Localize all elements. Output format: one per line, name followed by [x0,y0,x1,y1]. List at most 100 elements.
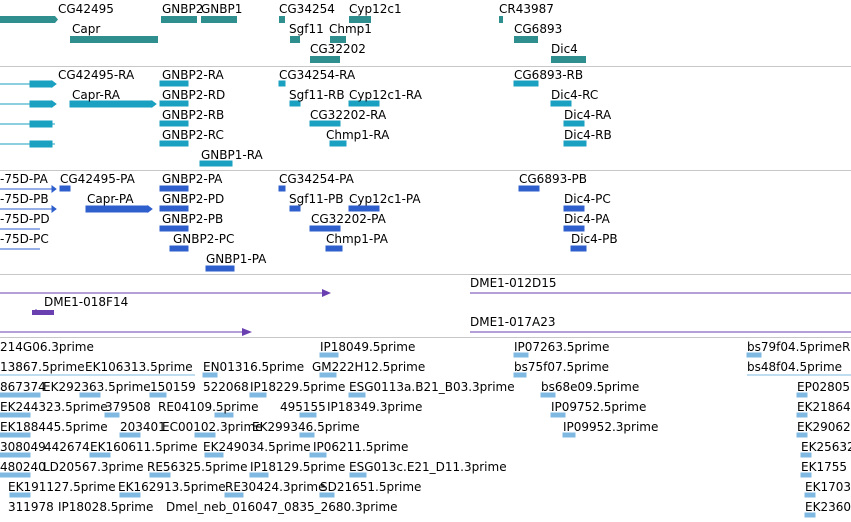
gene-label-dic4[interactable]: Dic4 [551,42,578,56]
est-label[interactable]: RE04109.5prime [158,400,259,414]
est-label[interactable]: 522068 [203,380,249,394]
est-label[interactable]: IP18229.5prime [250,380,346,394]
gene-label-cyp12c1[interactable]: Cyp12c1 [349,2,402,16]
gene-bar-gnbp2[interactable] [161,16,197,23]
est-label[interactable]: EK1755 [801,460,847,474]
gene-bar-chmp1[interactable] [330,36,346,43]
est-label[interactable]: IP18129.5prime [250,460,346,474]
transcript-label-cg32202-ra[interactable]: CG32202-RA [310,108,387,122]
est-label[interactable]: 311978 [8,500,54,514]
est-label[interactable]: EK29062 [797,420,851,434]
protein-label-cg32202-pa[interactable]: CG32202-PA [311,212,386,226]
est-label[interactable]: IP18349.3prime [327,400,423,414]
gene-label-gnbp2[interactable]: GNBP2 [162,2,204,16]
est-label[interactable]: bs48f04.5prime [747,360,843,374]
est-label[interactable]: 13867.5prime [0,360,85,374]
protein-label-dic4-pa[interactable]: Dic4-PA [564,212,610,226]
est-label[interactable]: 442674 [44,440,90,454]
protein-label-75d-pa[interactable]: -75D-PA [0,172,48,186]
transcript-label-dic4-ra[interactable]: Dic4-RA [564,108,612,122]
est-label[interactable]: bs79f04.5prime [747,340,843,354]
gene-bar-gnbp1[interactable] [201,16,237,23]
protein-label-cg34254-pa[interactable]: CG34254-PA [279,172,354,186]
est-label[interactable]: bs68e09.5prime [541,380,640,394]
est-label[interactable]: EK21864 [797,400,851,414]
est-label[interactable]: 214G06.3prime [0,340,94,354]
est-label[interactable]: 495155 [280,400,326,414]
est-label[interactable]: RE30424.3prime [225,480,326,494]
protein-label-gnbp2-pb[interactable]: GNBP2-PB [162,212,224,226]
est-label[interactable]: SD21651.5prime [320,480,422,494]
protein-label-gnbp2-pc[interactable]: GNBP2-PC [173,232,235,246]
est-label[interactable]: EK299346.5prime [252,420,360,434]
gene-bar-cg32202[interactable] [310,56,340,63]
gene-label-cg34254[interactable]: CG34254 [279,2,335,16]
est-label[interactable]: EK191127.5prime [8,480,116,494]
est-label[interactable]: EK244323.5prime [0,400,108,414]
clone-label-dme1-017a23[interactable]: DME1-017A23 [470,315,556,329]
transcript-label-cg34254-ra[interactable]: CG34254-RA [279,68,356,82]
transcript-label-cyp12c1-ra[interactable]: Cyp12c1-RA [349,88,422,102]
protein-label-dic4-pc[interactable]: Dic4-PC [564,192,611,206]
gene-label-gnbp1[interactable]: GNBP1 [201,2,243,16]
est-label[interactable]: 203401 [120,420,166,434]
protein-label-gnbp1-pa[interactable]: GNBP1-PA [206,252,267,266]
gene-bar-capr[interactable] [70,36,158,43]
gene-label-cg42495[interactable]: CG42495 [58,2,114,16]
protein-label-dic4-pb[interactable]: Dic4-PB [571,232,618,246]
gene-label-cg6893[interactable]: CG6893 [514,22,563,36]
protein-label-capr-pa[interactable]: Capr-PA [87,192,134,206]
est-label[interactable]: 480240 [0,460,46,474]
gene-label-chmp1[interactable]: Chmp1 [329,22,372,36]
protein-label-cyp12c1-pa[interactable]: Cyp12c1-PA [349,192,421,206]
est-label[interactable]: IP09952.3prime [563,420,659,434]
est-label[interactable]: IP09752.5prime [551,400,647,414]
est-label[interactable]: bs75f07.5prime [514,360,610,374]
est-label[interactable]: EK292363.5prime [43,380,151,394]
est-label[interactable]: 379508 [105,400,151,414]
est-label[interactable]: EC00102.3prime [162,420,263,434]
est-label[interactable]: ESG0113a.B21_B03.3prime [349,380,515,394]
transcript-label-sgf11-rb[interactable]: Sgf11-RB [289,88,345,102]
protein-label-gnbp2-pd[interactable]: GNBP2-PD [162,192,225,206]
gene-bar-cg6893[interactable] [514,36,538,43]
gene-bar-cg34254[interactable] [279,16,285,23]
clone-label-dme1-012d15[interactable]: DME1-012D15 [470,276,557,290]
transcript-label-cg42495-ra[interactable]: CG42495-RA [58,68,135,82]
est-label[interactable]: R [842,340,851,354]
protein-label-75d-pb[interactable]: -75D-PB [0,192,49,206]
clone-bar-dme1-018f14[interactable] [32,310,54,315]
est-label[interactable]: LD20567.3prime [43,460,144,474]
protein-label-chmp1-pa[interactable]: Chmp1-PA [326,232,388,246]
gene-label-cg32202[interactable]: CG32202 [310,42,366,56]
protein-label-gnbp2-pa[interactable]: GNBP2-PA [162,172,223,186]
gene-label-cr43987[interactable]: CR43987 [499,2,554,16]
est-label[interactable]: EP02805 [797,380,850,394]
est-label[interactable]: GM222H12.5prime [312,360,426,374]
gene-bar-cr43987[interactable] [499,16,503,23]
est-label[interactable]: 150159 [150,380,196,394]
est-label[interactable]: IP06211.5prime [313,440,409,454]
est-label[interactable]: EK249034.5prime [203,440,311,454]
transcript-label-dic4-rb[interactable]: Dic4-RB [564,128,612,142]
est-label[interactable]: IP07263.5prime [514,340,610,354]
est-label[interactable]: EK106313.5prime [85,360,193,374]
est-label[interactable]: EK160611.5prime [90,440,198,454]
est-label[interactable]: EK2360 [805,500,851,514]
est-label[interactable]: EK162913.5prime [118,480,226,494]
est-label[interactable]: EK25632 [801,440,851,454]
est-label[interactable]: 308049 [0,440,46,454]
protein-label-sgf11-pb[interactable]: Sgf11-PB [289,192,344,206]
est-label[interactable]: 867374 [0,380,46,394]
transcript-label-gnbp1-ra[interactable]: GNBP1-RA [201,148,263,162]
protein-label-cg6893-pb[interactable]: CG6893-PB [519,172,588,186]
transcript-label-capr-ra[interactable]: Capr-RA [72,88,120,102]
transcript-label-gnbp2-ra[interactable]: GNBP2-RA [162,68,224,82]
est-label[interactable]: EK1703 [805,480,851,494]
protein-label-75d-pc[interactable]: -75D-PC [0,232,49,246]
est-label[interactable]: Dmel_neb_016047_0835_2680.3prime [166,500,398,514]
transcript-label-gnbp2-rd[interactable]: GNBP2-RD [162,88,226,102]
protein-label-75d-pd[interactable]: -75D-PD [0,212,50,226]
clone-label-dme1-018f14[interactable]: DME1-018F14 [44,295,129,309]
gene-bar-sgf11[interactable] [290,36,300,43]
